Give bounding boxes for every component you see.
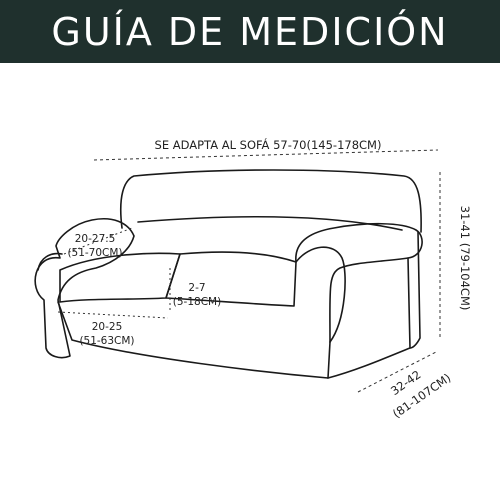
label-back-height: 31-41 (79-104CM)	[458, 206, 472, 311]
label-sofa-width: SE ADAPTA AL SOFÁ 57-70(145-178CM)	[155, 137, 382, 152]
sofa-back-inner	[137, 215, 403, 231]
sofa-left-arm	[34, 218, 135, 359]
label-arm-cm: (51-70CM)	[67, 247, 122, 259]
page-title: GUÍA DE MEDICIÓN	[51, 9, 449, 54]
label-arm-in: 20-27.5	[75, 233, 116, 245]
arm-dimension	[63, 227, 133, 255]
label-cushion-width-in: 20-25	[92, 321, 123, 333]
sofa-right-base	[409, 231, 421, 349]
header-banner: GUÍA DE MEDICIÓN	[0, 0, 500, 63]
seat-cushion-right	[165, 251, 297, 307]
sofa-back	[119, 169, 422, 233]
label-cushion-thickness-cm: (5-18CM)	[173, 296, 221, 308]
sofa-left-arm-roll	[37, 252, 63, 271]
sofa-right-arm	[295, 222, 423, 343]
cushion-width-dimension	[57, 311, 169, 319]
label-cushion-width-cm: (51-63CM)	[79, 335, 134, 347]
label-cushion-thickness-in: 2-7	[188, 282, 205, 294]
sofa-right-side	[327, 257, 411, 379]
sofa-right-arm-front	[295, 246, 346, 343]
seat-cushion-left	[59, 252, 181, 303]
sofa-front	[57, 301, 331, 379]
depth-dimension	[357, 351, 437, 393]
